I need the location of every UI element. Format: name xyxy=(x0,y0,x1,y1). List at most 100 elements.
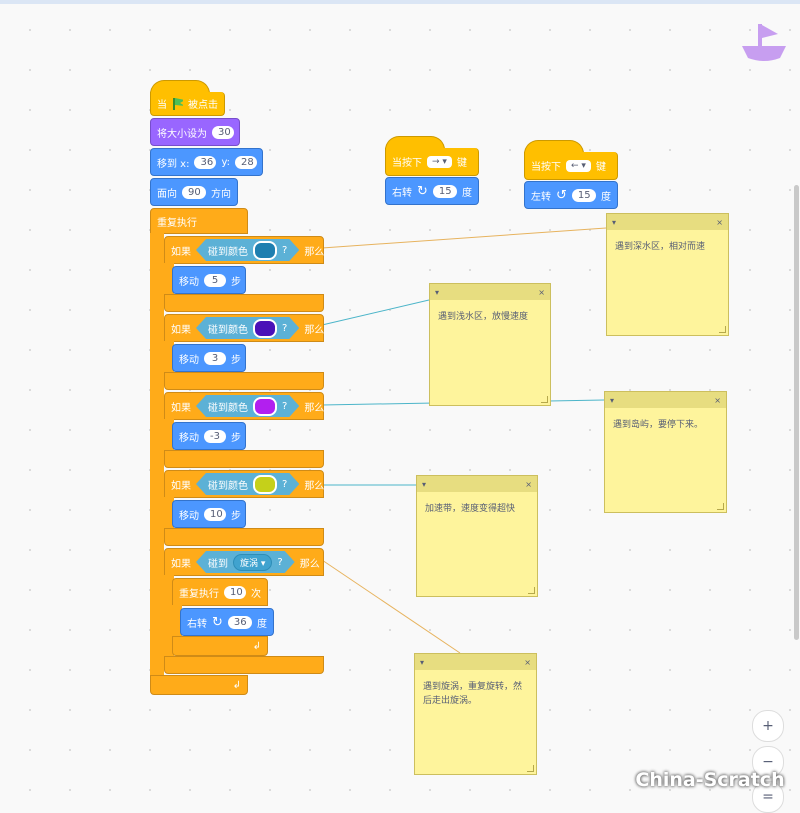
vertical-scrollbar[interactable] xyxy=(794,185,799,640)
close-icon[interactable]: × xyxy=(538,287,545,297)
move-block-3[interactable]: 移动 -3 步 xyxy=(172,422,246,450)
color-swatch-2[interactable] xyxy=(253,319,277,338)
forever-block[interactable]: 重复执行 xyxy=(150,208,248,234)
turn-left-label: 左转 xyxy=(531,191,551,203)
set-size-block[interactable]: 将大小设为 30 xyxy=(150,118,240,146)
size-input[interactable]: 30 xyxy=(212,125,234,139)
turn-left-degrees[interactable]: 15 xyxy=(571,188,596,202)
turn-right-label: 右转 xyxy=(392,187,412,199)
touching-label: 碰到 xyxy=(208,558,228,570)
sprite-icon[interactable] xyxy=(740,20,788,62)
question-mark: ? xyxy=(282,244,288,256)
note-text[interactable]: 加速带，速度变得超快 xyxy=(425,504,516,514)
resize-handle[interactable] xyxy=(527,765,534,772)
color-swatch-3[interactable] xyxy=(253,397,277,416)
y-input[interactable]: 28 xyxy=(235,155,258,169)
if-touching-block[interactable]: 如果 碰到 旋涡 ▾ ? 那么 xyxy=(164,548,324,576)
collapse-arrow-icon[interactable]: ▾ xyxy=(420,657,425,667)
point-label: 面向 xyxy=(157,188,177,200)
comment-note-3[interactable]: ▾× 遇到岛屿，要停下来。 xyxy=(604,391,727,513)
degrees-unit: 度 xyxy=(601,191,611,203)
steps-input-4[interactable]: 10 xyxy=(204,507,226,521)
if-block-2[interactable]: 如果 碰到颜色 ? 那么 xyxy=(164,314,324,342)
touching-color-1[interactable]: 碰到颜色 ? xyxy=(196,239,299,261)
color-swatch-1[interactable] xyxy=(253,241,277,260)
key-suffix: 键 xyxy=(456,158,467,169)
goto-y-label: y: xyxy=(221,156,231,168)
touching-color-label: 碰到颜色 xyxy=(208,480,248,492)
move-label: 移动 xyxy=(179,510,199,522)
zoom-reset-button[interactable]: = xyxy=(752,781,784,813)
direction-input[interactable]: 90 xyxy=(182,185,206,199)
turn-right-block-loop[interactable]: 右转 ↻ 36 度 xyxy=(180,608,274,636)
close-icon[interactable]: × xyxy=(714,395,721,405)
touching-color-2[interactable]: 碰到颜色 ? xyxy=(196,317,299,339)
if-end-2 xyxy=(164,372,324,390)
note-text[interactable]: 遇到深水区，相对而速 xyxy=(615,242,706,252)
collapse-arrow-icon[interactable]: ▾ xyxy=(612,217,617,227)
collapse-arrow-icon[interactable]: ▾ xyxy=(422,479,427,489)
repeat-block[interactable]: 重复执行 10 次 xyxy=(172,578,268,606)
repeat-end: ↲ xyxy=(172,636,268,656)
move-block-4[interactable]: 移动 10 步 xyxy=(172,500,246,528)
collapse-arrow-icon[interactable]: ▾ xyxy=(610,395,615,405)
move-block-1[interactable]: 移动 5 步 xyxy=(172,266,246,294)
move-block-2[interactable]: 移动 3 步 xyxy=(172,344,246,372)
close-icon[interactable]: × xyxy=(524,657,531,667)
goto-xy-block[interactable]: 移到 x: 36 y: 28 xyxy=(150,148,263,176)
when-label: 当 xyxy=(157,100,167,111)
steps-input-3[interactable]: -3 xyxy=(204,429,226,443)
point-direction-block[interactable]: 面向 90 方向 xyxy=(150,178,238,206)
when-key-right-block[interactable]: 当按下 → ▾ 键 xyxy=(385,148,479,176)
close-icon[interactable]: × xyxy=(525,479,532,489)
key-dropdown-left[interactable]: ← ▾ xyxy=(566,159,591,172)
note-text[interactable]: 遇到旋涡，重复旋转，然后走出旋涡。 xyxy=(423,682,523,706)
resize-handle[interactable] xyxy=(717,503,724,510)
when-key-left-block[interactable]: 当按下 ← ▾ 键 xyxy=(524,152,618,180)
zoom-out-icon: − xyxy=(762,754,774,770)
zoom-out-button[interactable]: − xyxy=(752,746,784,778)
zoom-in-button[interactable]: + xyxy=(752,710,784,742)
note-text[interactable]: 遇到浅水区，放慢速度 xyxy=(438,312,529,322)
resize-handle[interactable] xyxy=(541,396,548,403)
sprite-dropdown[interactable]: 旋涡 ▾ xyxy=(233,554,272,571)
turn-left-block[interactable]: 左转 ↺ 15 度 xyxy=(524,181,618,209)
x-input[interactable]: 36 xyxy=(194,155,217,169)
question-mark: ? xyxy=(282,400,288,412)
steps-input-2[interactable]: 3 xyxy=(204,351,226,365)
connector-5 xyxy=(321,559,461,654)
key-dropdown-right[interactable]: → ▾ xyxy=(427,155,452,168)
when-flag-clicked-block[interactable]: 当 被点击 xyxy=(150,92,225,116)
if-block-3[interactable]: 如果 碰到颜色 ? 那么 xyxy=(164,392,324,420)
turn-right-block[interactable]: 右转 ↻ 15 度 xyxy=(385,177,479,205)
repeat-times-input[interactable]: 10 xyxy=(224,585,246,599)
note-header[interactable]: ▾× xyxy=(607,214,728,230)
close-icon[interactable]: × xyxy=(716,217,723,227)
touching-color-3[interactable]: 碰到颜色 ? xyxy=(196,395,299,417)
turn-right-degrees[interactable]: 15 xyxy=(432,184,457,198)
color-swatch-4[interactable] xyxy=(253,475,277,494)
collapse-arrow-icon[interactable]: ▾ xyxy=(435,287,440,297)
then-label: 那么 xyxy=(304,402,325,414)
resize-handle[interactable] xyxy=(719,326,726,333)
note-header[interactable]: ▾× xyxy=(415,654,536,670)
comment-note-2[interactable]: ▾× 遇到浅水区，放慢速度 xyxy=(429,283,551,406)
note-text[interactable]: 遇到岛屿，要停下来。 xyxy=(613,420,704,430)
note-header[interactable]: ▾× xyxy=(417,476,537,492)
comment-note-4[interactable]: ▾× 加速带，速度变得超快 xyxy=(416,475,538,597)
note-header[interactable]: ▾× xyxy=(430,284,550,300)
touching-color-4[interactable]: 碰到颜色 ? xyxy=(196,473,299,495)
if-block-1[interactable]: 如果 碰到颜色 ? 那么 xyxy=(164,236,324,264)
note-header[interactable]: ▾× xyxy=(605,392,726,408)
turn-degrees-input[interactable]: 36 xyxy=(227,615,252,629)
loop-arrow-icon: ↲ xyxy=(232,679,241,691)
turn-right-label: 右转 xyxy=(187,618,207,630)
steps-input-1[interactable]: 5 xyxy=(204,273,226,287)
resize-handle[interactable] xyxy=(528,587,535,594)
if-block-4[interactable]: 如果 碰到颜色 ? 那么 xyxy=(164,470,324,498)
comment-note-1[interactable]: ▾× 遇到深水区，相对而速 xyxy=(606,213,729,336)
if-end-1 xyxy=(164,294,324,312)
comment-note-5[interactable]: ▾× 遇到旋涡，重复旋转，然后走出旋涡。 xyxy=(414,653,537,775)
if-touching-arm xyxy=(164,575,174,657)
touching-sprite[interactable]: 碰到 旋涡 ▾ ? xyxy=(196,551,295,573)
